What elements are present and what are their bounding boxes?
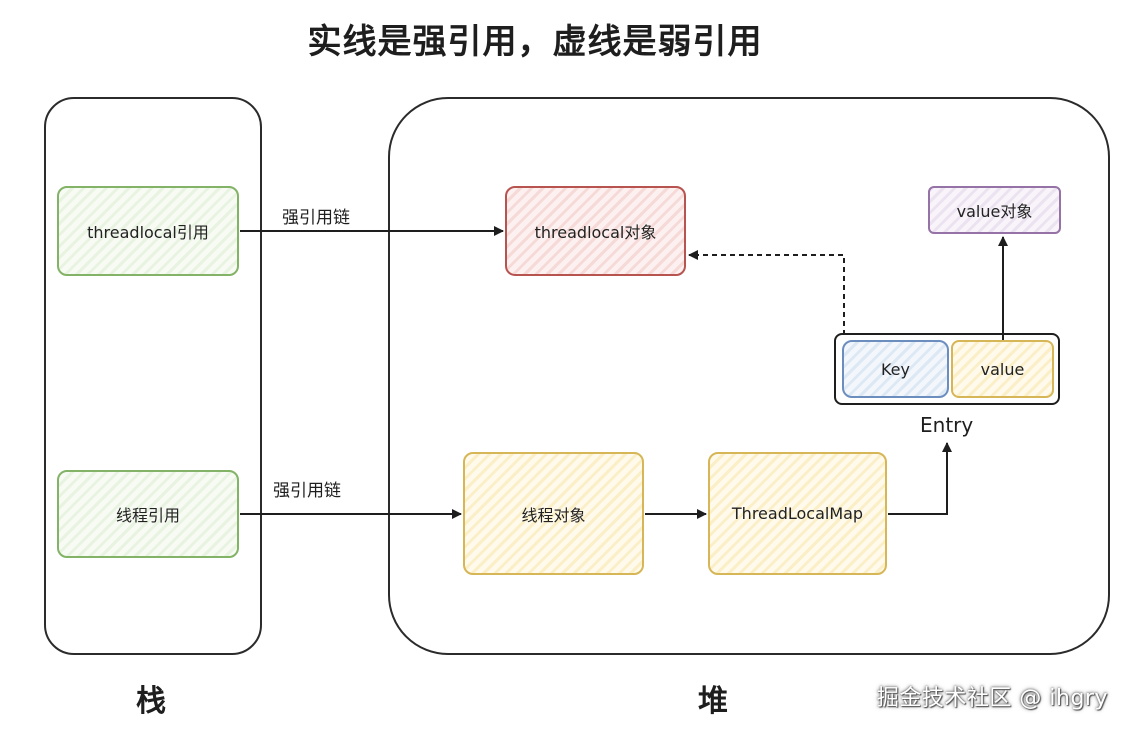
stack-region [44,97,262,655]
threadlocalmap-node: ThreadLocalMap [708,452,887,575]
entry-label: Entry [920,413,974,437]
threadlocal-ref-node: threadlocal引用 [57,186,239,276]
thread-object-node: 线程对象 [463,452,644,575]
entry-value-cell: value [951,340,1054,398]
heap-label: 堆 [698,684,728,719]
diagram-title: 实线是强引用，虚线是弱引用 [307,22,763,62]
stack-label: 栈 [136,684,166,719]
entry-key-cell: Key [842,340,949,398]
strong-chain-label-bottom: 强引用链 [273,481,341,501]
thread-ref-node: 线程引用 [57,470,239,558]
entry-frame [834,333,1060,405]
value-object-node: value对象 [928,186,1061,234]
strong-chain-label-top: 强引用链 [282,208,350,228]
threadlocal-object-node: threadlocal对象 [505,186,686,276]
watermark: 掘金技术社区 @ ihgry [876,686,1108,711]
